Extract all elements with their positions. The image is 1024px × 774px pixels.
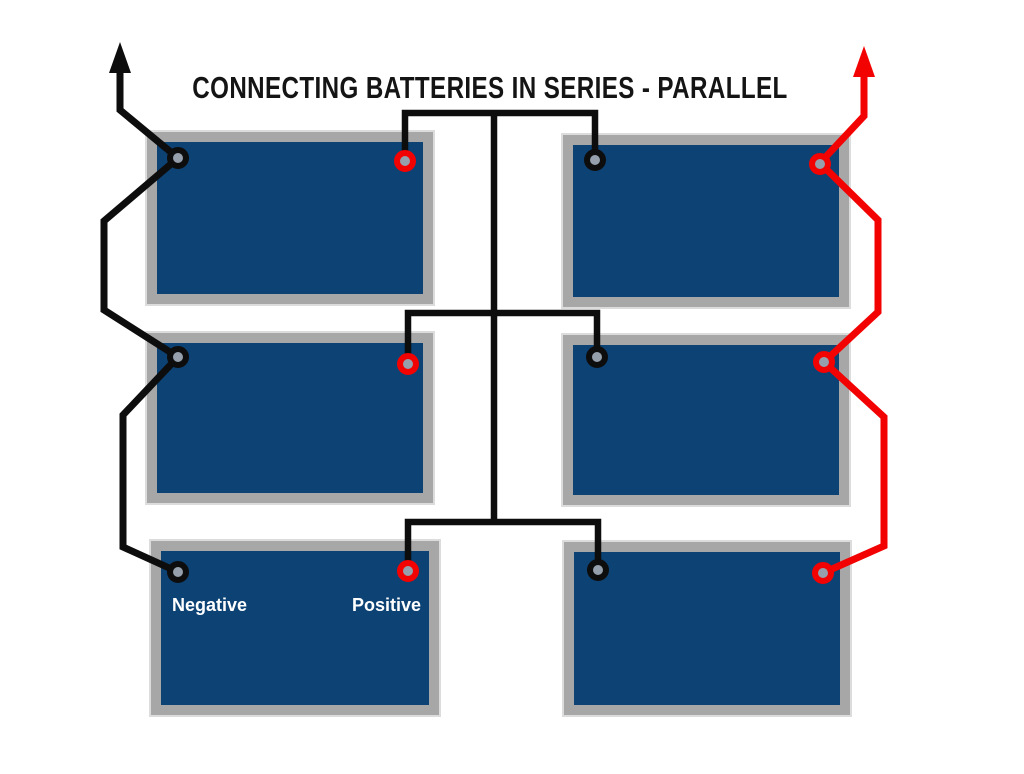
- battery-bottom-right-outer-edge: [562, 540, 852, 717]
- battery-top-left-positive-terminal-core: [399, 155, 411, 167]
- battery-bottom-left-positive-terminal-core: [402, 565, 414, 577]
- battery-bottom-right-positive-terminal: [812, 562, 834, 584]
- battery-middle-right-negative-terminal-core: [591, 351, 603, 363]
- battery-middle-left-outer-edge: [145, 331, 435, 505]
- battery-middle-left-positive-terminal: [397, 353, 419, 375]
- battery-middle-left-positive-terminal-core: [402, 358, 414, 370]
- main-positive-lead-arrow-up-icon: [853, 46, 875, 77]
- battery-bottom-left-outer-edge: [149, 539, 441, 717]
- battery-bottom-right: [564, 542, 850, 715]
- battery-top-left-outer-edge: [145, 130, 435, 306]
- battery-top-left-negative-terminal: [167, 147, 189, 169]
- main-negative-lead-arrow-up-icon: [109, 42, 131, 73]
- battery-middle-right-outer-edge: [561, 333, 851, 507]
- battery-top-right-positive-terminal-core: [814, 158, 826, 170]
- battery-bottom-left-negative-terminal: [167, 561, 189, 583]
- battery-middle-right: [563, 335, 849, 505]
- battery-middle-left: [147, 333, 433, 503]
- battery-top-right: [563, 135, 849, 307]
- battery-middle-right-positive-terminal-core: [818, 356, 830, 368]
- battery-bottom-left-positive-terminal: [397, 560, 419, 582]
- main-negative-lead: [100, 70, 184, 576]
- series-link-bottom: [404, 518, 602, 571]
- battery-top-left-negative-terminal-core: [172, 152, 184, 164]
- battery-bottom-right-negative-terminal-core: [592, 564, 604, 576]
- battery-top-left-positive-terminal: [394, 150, 416, 172]
- battery-middle-right-positive-terminal: [813, 351, 835, 373]
- series-link-top: [401, 109, 599, 161]
- battery-bottom-left-negative-terminal-core: [172, 566, 184, 578]
- battery-top-right-positive-terminal: [809, 153, 831, 175]
- battery-middle-right-negative-terminal: [586, 346, 608, 368]
- battery-bottom-right-negative-terminal: [587, 559, 609, 581]
- battery-top-right-outer-edge: [561, 133, 851, 309]
- negative-label: Negative: [172, 595, 247, 615]
- battery-top-right-negative-terminal-core: [589, 154, 601, 166]
- positive-label: Positive: [352, 595, 421, 615]
- battery-top-right-negative-terminal: [584, 149, 606, 171]
- battery-bottom-left: [151, 541, 439, 715]
- main-positive-lead: [815, 74, 888, 577]
- diagram-title: CONNECTING BATTERIES IN SERIES - PARALLE…: [192, 70, 788, 105]
- battery-bottom-right-positive-terminal-core: [817, 567, 829, 579]
- battery-middle-left-negative-terminal: [167, 346, 189, 368]
- series-link-middle: [404, 309, 601, 364]
- battery-middle-left-negative-terminal-core: [172, 351, 184, 363]
- battery-top-left: [147, 132, 433, 304]
